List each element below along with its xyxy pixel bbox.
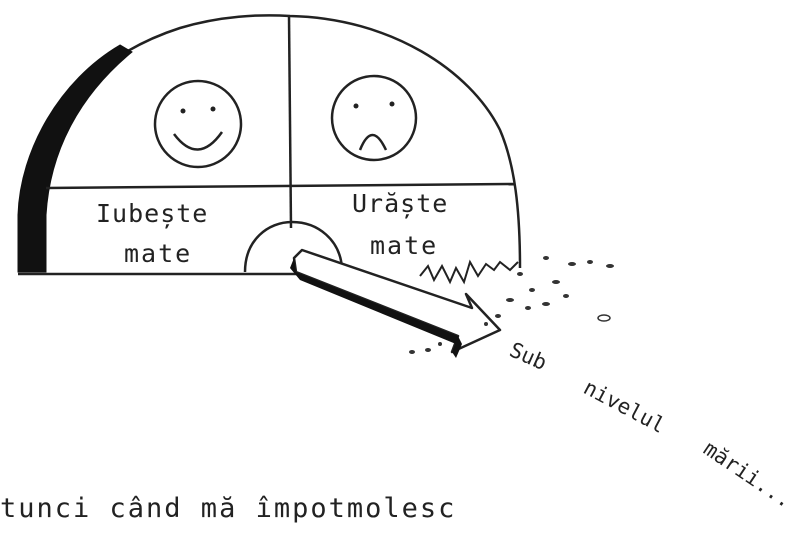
right-label-line2: mate: [370, 231, 438, 260]
gauge-torn-edge: [420, 262, 518, 282]
smiling-face-icon: [155, 81, 241, 167]
arrow-annotation-part1: Sub: [506, 338, 550, 375]
frowning-face-icon: [332, 76, 416, 160]
gauge-divider-horizontal: [46, 184, 514, 188]
gauge-divider-vertical: [289, 16, 291, 228]
left-label-line1: Iubește: [96, 199, 208, 229]
gauge-thick-rim: [18, 45, 132, 272]
gauge-outline: [22, 15, 520, 272]
caption-text: tunci când mă împotmolesc: [0, 493, 804, 533]
left-label-line2: mate: [124, 239, 192, 268]
right-label-line1: Urăște: [352, 189, 448, 219]
arrow-annotation-part2: nivelul: [580, 375, 669, 438]
